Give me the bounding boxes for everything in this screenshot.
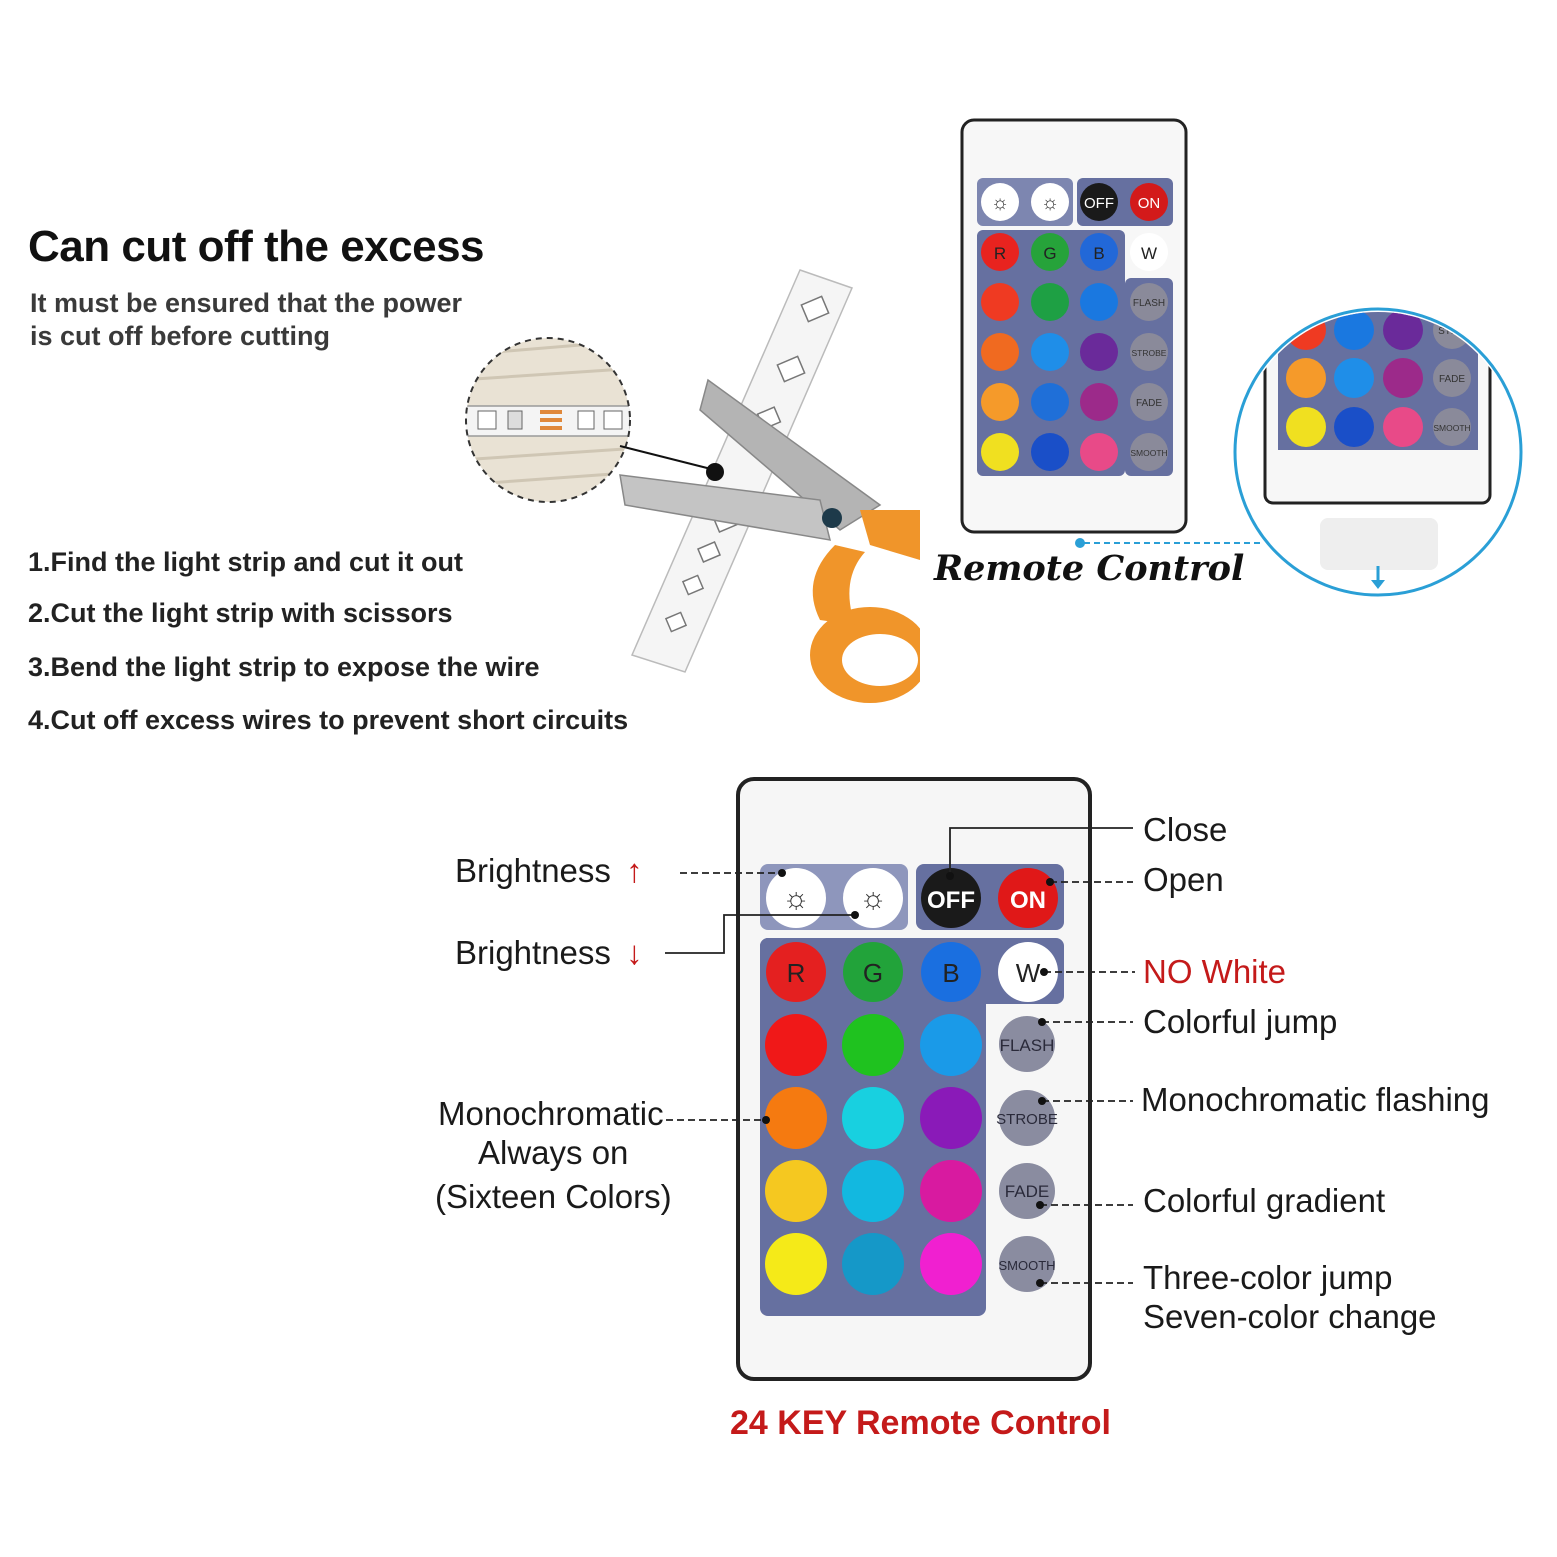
colorful-jump-label: Colorful jump	[1143, 1003, 1338, 1040]
svg-text:☼: ☼	[1041, 192, 1059, 214]
w-key-label: W	[1016, 958, 1041, 988]
monochromatic-label: Monochromatic	[438, 1095, 664, 1132]
monochromatic-flashing-label: Monochromatic flashing	[1141, 1081, 1490, 1118]
page-title: Can cut off the excess	[28, 222, 485, 271]
remote-zoom-callout: STRO FADE SMOOTH	[1075, 307, 1523, 597]
close-label: Close	[1143, 811, 1228, 848]
strip-zoom-circle	[466, 338, 630, 502]
strobe-key-label: STROBE	[996, 1111, 1058, 1128]
small-r-key-label: R	[994, 244, 1006, 263]
brightness-up-label: Brightness ↑	[455, 852, 643, 890]
always-on-label: Always on	[478, 1134, 629, 1171]
smooth-key-label: SMOOTH	[998, 1258, 1055, 1273]
small-off-key-label: OFF	[1084, 195, 1114, 212]
small-remote-control: OFF ON ☼ ☼ R G B W FLASH STROBE FADE SMO…	[960, 118, 1188, 534]
r-key-label: R	[787, 958, 806, 988]
brightness-down-icon: ☼	[859, 882, 887, 915]
scissors-cutting-strip-illustration	[465, 269, 920, 703]
step-4: 4.Cut off excess wires to prevent short …	[28, 705, 629, 735]
three-color-jump-label: Three-color jump	[1143, 1259, 1393, 1296]
step-2: 2.Cut the light strip with scissors	[28, 598, 453, 628]
small-flash-key-label: FLASH	[1133, 298, 1165, 309]
arrow-down-icon	[1371, 580, 1385, 589]
subtitle-line-1: It must be ensured that the power	[30, 288, 463, 318]
on-key-label: ON	[1010, 887, 1046, 914]
subtitle-line-2: is cut off before cutting	[30, 321, 330, 351]
brightness-up-icon: ☼	[782, 882, 810, 915]
small-fade-key-label: FADE	[1136, 398, 1162, 409]
small-smooth-key-label: SMOOTH	[1130, 448, 1167, 458]
brightness-down-label: Brightness ↓	[455, 934, 643, 972]
svg-text:☼: ☼	[991, 192, 1009, 214]
small-g-key-label: G	[1043, 244, 1056, 263]
seven-color-change-label: Seven-color change	[1143, 1298, 1437, 1335]
large-remote-control: ☼ ☼ OFF ON R G B W FLASH STROBE FADE SMO…	[736, 777, 1092, 1381]
arrow-up-icon: ↑	[626, 852, 643, 889]
open-label: Open	[1143, 861, 1224, 898]
step-3: 3.Bend the light strip to expose the wir…	[28, 652, 540, 682]
small-w-key-label: W	[1141, 244, 1157, 263]
small-strobe-key-label: STROBE	[1132, 348, 1167, 358]
step-1: 1.Find the light strip and cut it out	[28, 547, 463, 577]
sixteen-colors-label: (Sixteen Colors)	[435, 1178, 672, 1215]
zoom-smooth-key-label: SMOOTH	[1433, 423, 1470, 433]
small-remote-caption: Remote Control	[934, 548, 1245, 589]
flash-key-label: FLASH	[1000, 1036, 1055, 1055]
brightness-up-text: Brightness	[455, 852, 611, 889]
no-white-label: NO White	[1143, 953, 1287, 990]
off-key-label: OFF	[927, 887, 975, 914]
small-b-key-label: B	[1093, 244, 1104, 263]
small-on-key-label: ON	[1138, 195, 1161, 212]
brightness-down-text: Brightness	[455, 934, 611, 971]
fade-key-label: FADE	[1005, 1182, 1049, 1201]
zoom-fade-key-label: FADE	[1439, 374, 1465, 385]
b-key-label: B	[942, 958, 959, 988]
arrow-down-icon: ↓	[626, 934, 643, 971]
g-key-label: G	[863, 958, 883, 988]
colorful-gradient-label: Colorful gradient	[1143, 1182, 1386, 1219]
remote-caption: 24 KEY Remote Control	[730, 1404, 1112, 1442]
